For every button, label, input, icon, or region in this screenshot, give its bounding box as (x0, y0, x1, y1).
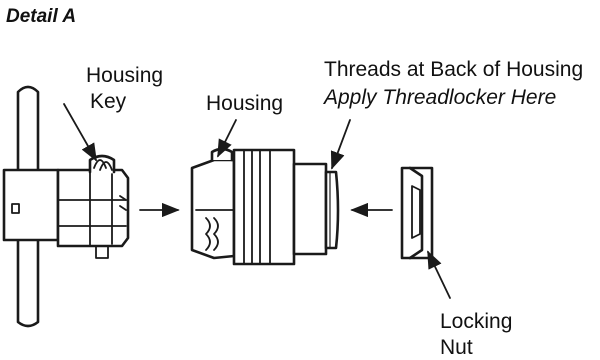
locking-nut (400, 166, 434, 260)
label-housing: Housing (206, 92, 283, 115)
housing-threads (324, 170, 340, 250)
plug-flange-slot (11, 203, 20, 214)
housing-key-notch (210, 147, 234, 162)
label-threads-line1: Threads at Back of Housing (324, 58, 583, 81)
housing-rear-cylinder (292, 162, 328, 256)
label-locking-nut-line1: Locking (440, 310, 512, 333)
leader-housing (217, 119, 237, 158)
label-threads-line2: Apply Threadlocker Here (322, 86, 556, 109)
label-housing-key-line1: Housing (86, 64, 163, 87)
housing-barrel (232, 148, 296, 266)
leader-locking-nut (427, 250, 451, 299)
label-locking-nut-line2: Nut (440, 336, 473, 359)
plug-body (56, 168, 130, 248)
diagram-title: Detail A (6, 6, 76, 27)
connector-plug (2, 85, 130, 328)
leader-threads (330, 119, 351, 170)
housing (190, 147, 340, 266)
label-housing-key-line2: Key (90, 90, 127, 113)
leader-housing-key (63, 103, 97, 162)
housing-front (190, 158, 236, 260)
